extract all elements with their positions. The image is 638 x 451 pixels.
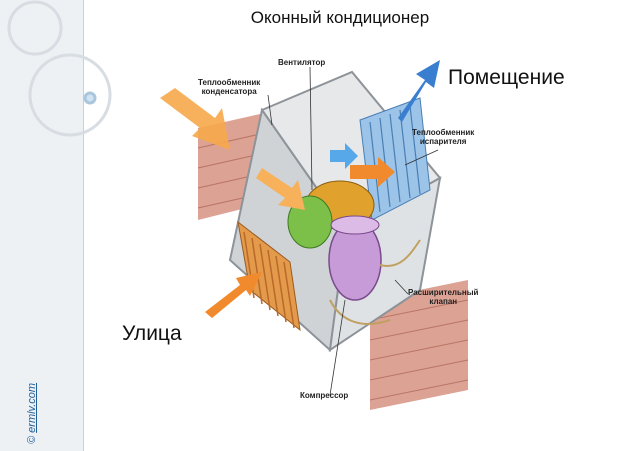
air-flow-arrows	[160, 60, 440, 318]
sidebar-divider	[83, 0, 84, 451]
label-condenser: Теплообменник конденсатора	[198, 78, 260, 96]
refrigerant-pipes	[329, 239, 421, 325]
label-valve-line1: Расширительный	[408, 288, 479, 297]
label-leaders	[267, 66, 439, 396]
label-fan: Вентилятор	[278, 58, 326, 67]
label-valve-line2: клапан	[429, 297, 458, 306]
label-evaporator: Теплообменник испарителя	[412, 128, 474, 146]
label-compressor: Компрессор	[300, 391, 349, 400]
compressor	[328, 215, 382, 301]
site-credit: © ermlv.com	[26, 383, 38, 444]
decorative-circles	[7, 0, 112, 137]
label-condenser-line1: Теплообменник	[198, 78, 261, 87]
site-credit-link: ermlv.com	[26, 382, 38, 433]
label-room: Помещение	[448, 66, 565, 89]
label-evaporator-line1: Теплообменник	[412, 128, 475, 137]
label-evaporator-line2: испарителя	[419, 137, 467, 146]
evaporator-coil	[359, 97, 431, 221]
label-condenser-line2: конденсатора	[201, 87, 257, 96]
label-expansion-valve: Расширительный клапан	[408, 288, 478, 306]
copyright-symbol: ©	[26, 435, 38, 444]
label-street: Улица	[122, 322, 182, 345]
sidebar-decoration	[0, 0, 83, 451]
slide-title: Оконный кондиционер	[250, 8, 430, 27]
